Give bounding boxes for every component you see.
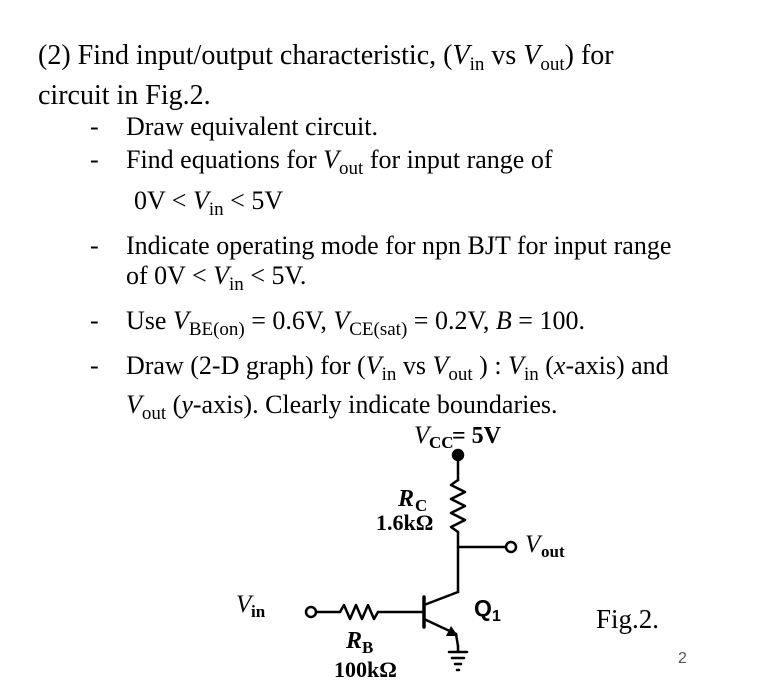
q1-label-sub: 1 [492, 608, 501, 625]
page-number: 2 [678, 650, 687, 667]
task-item-2: - Find equations for Vout for input rang… [90, 145, 553, 220]
bjt-collector-leg [422, 590, 460, 607]
q1-label: Q [474, 595, 492, 621]
vcc-label-v: V [414, 422, 432, 449]
vin-label-sub: in [251, 602, 266, 621]
question-heading: (2) Find input/output characteristic, (V… [38, 40, 738, 111]
task-item-5: - Draw (2-D graph) for (Vin vs Vout ) : … [90, 351, 669, 424]
vout-label-sub: out [541, 542, 565, 561]
rb-label-sub: B [362, 638, 373, 657]
vout-label-v: V [525, 531, 543, 558]
rb-value: 100kΩ [334, 657, 397, 682]
emitter-arrow-icon [446, 626, 458, 636]
vin-terminal [304, 605, 318, 619]
rc-label: R [397, 486, 414, 512]
vcc-label-sub: CC [429, 433, 454, 452]
rc-value: 1.6kΩ [376, 510, 433, 535]
rc-resistor [449, 478, 467, 534]
figure-label: Fig.2. [596, 604, 660, 634]
vcc-label-value: = 5V [452, 423, 502, 449]
task-item-4: - Use VBE(on) = 0.6V, VCE(sat) = 0.2V, B… [90, 306, 585, 340]
rb-resistor [338, 603, 380, 621]
vout-terminal [504, 540, 518, 554]
vin-label-v: V [236, 591, 254, 618]
task-list: - Draw equivalent circuit. - Find equati… [90, 112, 750, 429]
task-item-3: - Indicate operating mode for npn BJT fo… [90, 231, 672, 295]
task-item-1: - Draw equivalent circuit. [90, 112, 378, 141]
rb-label: R [345, 628, 362, 654]
question-line-2: circuit in Fig.2. [38, 80, 211, 111]
rc-label-sub: C [415, 496, 427, 515]
question-line-1: (2) Find input/output characteristic, (V… [38, 40, 614, 75]
